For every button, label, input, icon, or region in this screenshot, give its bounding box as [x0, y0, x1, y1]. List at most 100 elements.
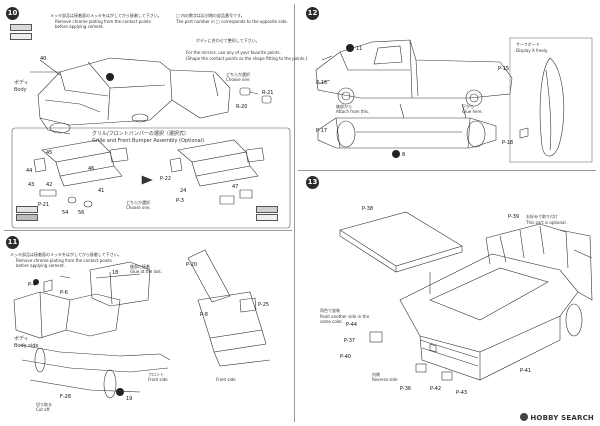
part-label: P-40 — [340, 354, 352, 360]
step11-front2-en: Front side — [216, 377, 236, 382]
part-label: P-37 — [344, 338, 356, 344]
step10-note-jp: メッキ部品は接着面のメッキをはがしてから接着して下さい。 — [50, 13, 162, 18]
step13-paint-en2: same color. — [320, 319, 343, 324]
step10-grille-right-drawing — [169, 139, 265, 205]
grille-chrome-swatch — [16, 206, 38, 213]
step-12-badge: 12 — [306, 7, 319, 20]
step11-front-jp: フロント — [148, 372, 164, 377]
step10-grille-box — [11, 127, 291, 229]
step11-glue-en: Glue at the last. — [130, 269, 163, 274]
brand-logo-icon — [520, 413, 529, 421]
step10-arrow — [141, 175, 153, 185]
step11-front-en: Front side — [148, 377, 168, 382]
step13-optional-jp: お好みで取り付け — [526, 214, 558, 219]
part-label: 45 — [46, 150, 53, 156]
part-callout-dots — [33, 44, 400, 396]
part-label: 19 — [126, 396, 133, 402]
part-label: 42 — [46, 182, 53, 188]
brand-name: HOBBY SEARCH — [530, 414, 594, 422]
part-label: P-20 — [186, 262, 198, 268]
step10-choose2-en: Choose one. — [126, 205, 151, 210]
step10-number-note-jp: □ 内の数字は反対側の部品番号です。 — [176, 13, 245, 18]
part-label: P-43 — [456, 390, 468, 396]
part-label: 24 — [180, 188, 187, 194]
part-label: P-8 — [200, 312, 208, 318]
step13-optional-en: This part is optional. — [526, 220, 567, 225]
step10-mirror-drawing — [239, 87, 272, 104]
part-label: P-15 — [498, 66, 510, 72]
part-label: P-6 — [60, 290, 68, 296]
step13-truck-bed-drawing — [369, 223, 593, 381]
part-label: P-16 — [316, 80, 328, 86]
step13-inner-en: Reverse side — [372, 377, 398, 382]
step13-paint-en1: Paint another side in the — [320, 314, 370, 319]
part-label: 43 — [28, 182, 35, 188]
step12-rear-en: Attach from this. — [336, 109, 370, 114]
step10-number-note-en: The part number in □ corresponds to the … — [176, 19, 288, 24]
left-horizontal-divider — [4, 230, 292, 231]
step-10-badge: 10 — [6, 7, 19, 20]
step10-grille-left-drawing — [33, 139, 129, 208]
part-label: 54 — [62, 210, 69, 216]
part-label: P-41 — [520, 368, 532, 374]
part-label: 47 — [232, 184, 239, 190]
step11-cut-jp: 切り取る — [36, 402, 52, 407]
part-label: R-21 — [262, 90, 274, 96]
step10-choose-en: Choose one — [226, 77, 250, 82]
step10-note-en2: before applying cement. — [55, 24, 105, 29]
step12-surf-en: Display it freely. — [516, 48, 549, 53]
part-label: 11 — [356, 46, 363, 52]
step-11-badge: 11 — [6, 236, 19, 249]
step-13-badge: 13 — [306, 176, 319, 189]
step11-side-panel-drawing — [187, 249, 271, 367]
step13-tonneau-cover-drawing — [339, 211, 463, 273]
right-horizontal-divider — [298, 170, 596, 171]
step10-choose-jp: どちらか選択 — [226, 72, 250, 77]
step13-paint-jp: 同色で塗装 — [320, 308, 340, 313]
step10-choose2-jp: どちらか選択 — [126, 200, 150, 205]
step12-under-en: Glue here. — [462, 109, 483, 114]
step12-rear-jp: 後部から — [336, 104, 352, 109]
step11-glue-jp: 後部に接着 — [130, 264, 150, 269]
part-label: P-3 — [176, 198, 184, 204]
step11-cut-en: Cut off. — [36, 407, 51, 412]
part-label: 40 — [40, 56, 47, 62]
step10-note-en1: Remove chrome plating from the contact p… — [55, 19, 151, 24]
paint-swatch — [10, 33, 32, 40]
grille-paint-swatch — [16, 214, 38, 221]
grille-chrome-swatch-right — [256, 206, 278, 213]
part-label: P-39 — [508, 214, 520, 220]
part-label: 41 — [98, 188, 105, 194]
step12-surfboard-drawing — [509, 37, 593, 163]
step12-under-jp: 下から — [462, 104, 474, 109]
step11-note-jp: メッキ部品は接着面のメッキをはがしてから接着して下さい。 — [10, 252, 122, 257]
step12-surf-jp: サーフボード — [516, 42, 540, 47]
chrome-swatch — [10, 24, 32, 31]
step10-mirror-note-en1: For the mirrors, use any of your favorit… — [186, 50, 281, 55]
part-label: P-44 — [346, 322, 358, 328]
step10-grille-title-jp: グリル/フロントバンパーの選択（選択式） — [92, 131, 189, 137]
part-label: 56 — [78, 210, 85, 216]
step12-truck-top-drawing — [315, 39, 513, 107]
step13-inner-jp: 内側 — [372, 372, 380, 377]
step11-note-en2: before applying cement. — [16, 263, 66, 268]
step11-body-en: Body side — [14, 343, 39, 349]
part-label: P-4 — [28, 282, 36, 288]
step10-mirror-note-jp: ボディに合わせて整形して下さい。 — [196, 38, 260, 43]
part-label: P-42 — [430, 386, 442, 392]
part-label: 46 — [88, 166, 95, 172]
step11-note-en1: Remove chrome plating from the contact p… — [16, 258, 112, 263]
step11-body-jp: ボディ — [14, 336, 29, 342]
part-label: F-28 — [60, 394, 72, 400]
part-label: 18 — [112, 270, 119, 276]
part-label: 8 — [402, 152, 406, 158]
step10-body-jp: ボディ — [14, 80, 29, 86]
step10-body-en: Body — [14, 87, 27, 93]
part-label: R-20 — [236, 104, 248, 110]
part-label: P-21 — [38, 202, 50, 208]
part-label: P-25 — [258, 302, 270, 308]
part-label: 44 — [26, 168, 33, 174]
part-label: P-36 — [400, 386, 412, 392]
